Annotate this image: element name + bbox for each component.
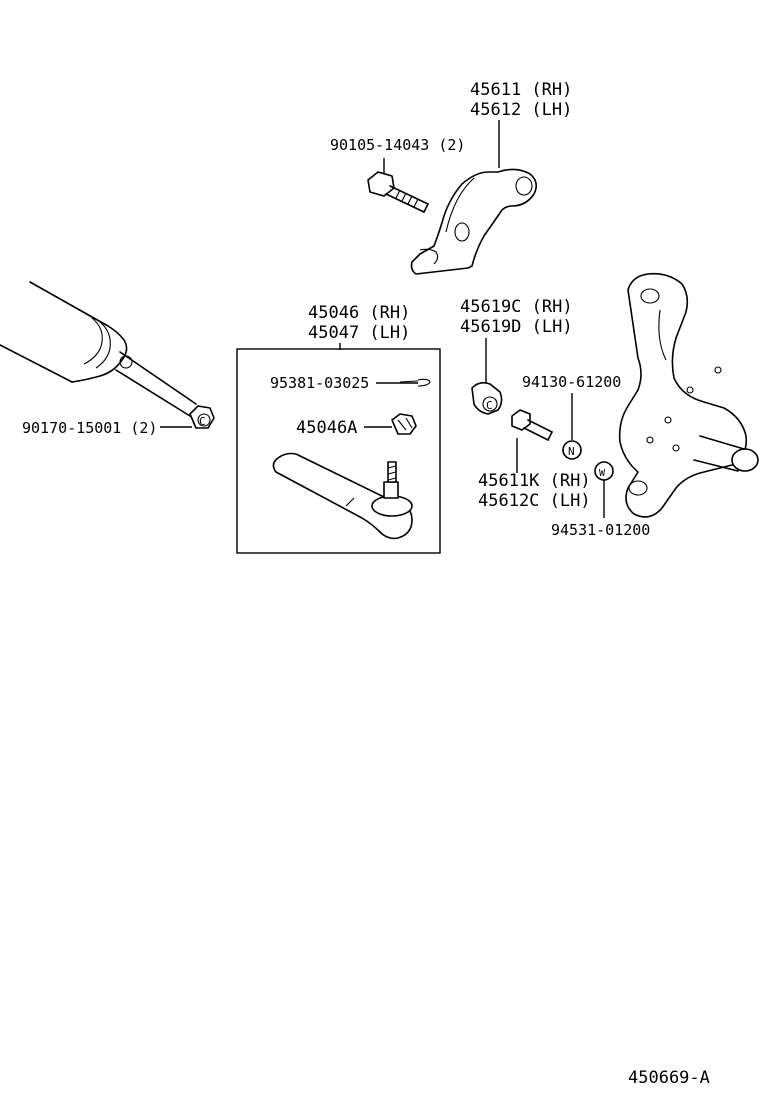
- washer-symbol: W: [599, 468, 606, 479]
- label-bushing-lh: 45619D (LH): [460, 317, 573, 337]
- bushing: C: [471, 381, 503, 415]
- label-cotter-pin: 95381-03025: [270, 374, 369, 392]
- figure-code: 450669-A: [628, 1068, 710, 1088]
- label-bolt-rh: 45611K (RH): [478, 471, 591, 491]
- bracket-bolt: [367, 171, 429, 213]
- steering-knuckle: [618, 272, 759, 518]
- tie-rod-end: [272, 452, 413, 540]
- leader-lines: [160, 120, 605, 518]
- nut: N: [562, 440, 582, 460]
- bolt: [511, 409, 553, 441]
- label-tie-rod-end-lh: 45047 (LH): [308, 323, 410, 343]
- label-idler-arm-bracket-rh: 45611 (RH): [470, 80, 572, 100]
- rack-nut: C: [189, 405, 215, 429]
- bushing-symbol: C: [486, 399, 493, 412]
- rack-nut-symbol: C: [199, 415, 206, 428]
- cotter-pin: [399, 378, 431, 387]
- washer: W: [594, 461, 614, 481]
- label-nut: 94130-61200: [522, 373, 621, 391]
- label-bushing-rh: 45619C (RH): [460, 297, 573, 317]
- idler-arm-bracket: [410, 168, 538, 275]
- label-bolt-lh: 45612C (LH): [478, 491, 591, 511]
- tie-rod-end-kit-box: [236, 348, 441, 554]
- label-washer: 94531-01200: [551, 521, 650, 539]
- castle-nut: [391, 413, 417, 435]
- nut-symbol: N: [568, 445, 575, 458]
- label-tie-rod-end-rh: 45046 (RH): [308, 303, 410, 323]
- label-castle-nut: 45046A: [296, 418, 357, 438]
- label-bracket-bolt: 90105-14043 (2): [330, 136, 465, 154]
- label-idler-arm-bracket-lh: 45612 (LH): [470, 100, 572, 120]
- steering-rack-housing: [0, 281, 197, 417]
- label-rack-nut: 90170-15001 (2): [22, 419, 157, 437]
